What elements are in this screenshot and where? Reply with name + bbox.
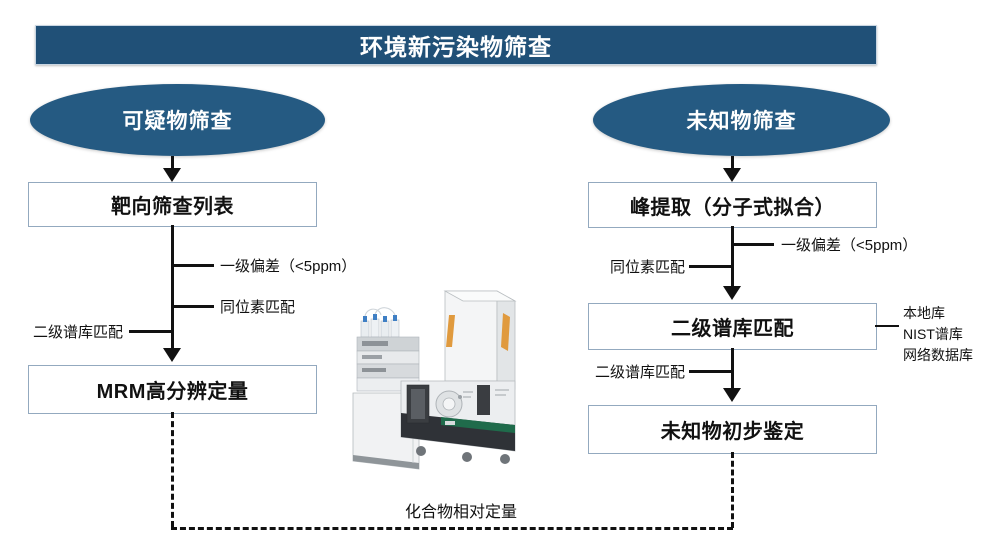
process-box-mrm-quantitation-label: MRM高分辨定量 [96,381,249,403]
page-title: 环境新污染物筛查 [360,34,552,60]
right-connector-2 [731,226,734,288]
lc-ms-instrument-photo [352,290,517,470]
right-edge-label-ms2-library-match: 二级谱库匹配 [594,364,685,381]
left-edge-label-isotope-match: 同位素匹配 [220,299,296,316]
process-box-ms2-library-match: 二级谱库匹配 [588,303,877,350]
ms-tower [443,290,517,390]
start-node-suspect-screening: 可疑物筛查 [30,84,325,156]
left-tick-isotope [171,305,214,308]
right-connector-1 [731,156,734,170]
left-tick-ms2 [129,330,172,333]
instrument-casters [416,446,510,464]
right-arrow-3-icon [723,388,741,402]
process-box-unknown-identification-label: 未知物初步鉴定 [660,421,805,443]
left-arrow-2-icon [163,348,181,362]
library-source-connector [875,325,899,327]
process-box-ms2-library-match-label: 二级谱库匹配 [671,318,794,340]
right-connector-3 [731,348,734,390]
left-edge-label-ms1-deviation: 一级偏差（<5ppm） [220,258,357,275]
right-arrow-2-icon [723,286,741,300]
right-arrow-1-icon [723,168,741,182]
library-source-local: 本地库 [903,305,945,321]
feedback-dash-bottom [171,527,733,530]
left-connector-1 [171,156,174,170]
process-box-unknown-identification: 未知物初步鉴定 [588,405,877,454]
left-arrow-1-icon [163,168,181,182]
process-box-peak-extraction-label: 峰提取（分子式拟合） [630,196,835,219]
process-box-target-screening-list: 靶向筛查列表 [28,182,317,227]
left-connector-2 [171,225,174,350]
process-box-target-screening-list-label: 靶向筛查列表 [111,196,234,218]
right-edge-label-isotope-match: 同位素匹配 [609,259,685,276]
right-tick-ms1 [731,243,774,246]
solvent-bottles-icon [360,307,400,338]
process-box-peak-extraction: 峰提取（分子式拟合） [588,182,877,228]
feedback-label: 化合物相对定量 [405,504,518,521]
left-tick-ms1 [171,264,214,267]
right-tick-ms2 [689,370,732,373]
library-sources-annotation: 本地库 NIST谱库 网络数据库 [903,303,973,366]
feedback-dash-right [731,452,734,528]
lc-module-stack [356,336,420,392]
library-source-nist: NIST谱库 [903,326,963,342]
start-node-unknown-screening: 未知物筛查 [593,84,890,156]
feedback-dash-left [171,412,174,527]
start-node-suspect-label: 可疑物筛查 [122,110,233,133]
process-box-mrm-quantitation: MRM高分辨定量 [28,365,317,414]
diagram-title-banner: 环境新污染物筛查 [35,25,877,65]
right-edge-label-ms1-deviation: 一级偏差（<5ppm） [781,237,918,254]
ms-main-body [400,380,516,452]
right-tick-isotope [689,265,732,268]
left-edge-label-ms2-library-match: 二级谱库匹配 [32,324,123,341]
library-source-web: 网络数据库 [903,347,973,363]
start-node-unknown-label: 未知物筛查 [686,110,797,133]
